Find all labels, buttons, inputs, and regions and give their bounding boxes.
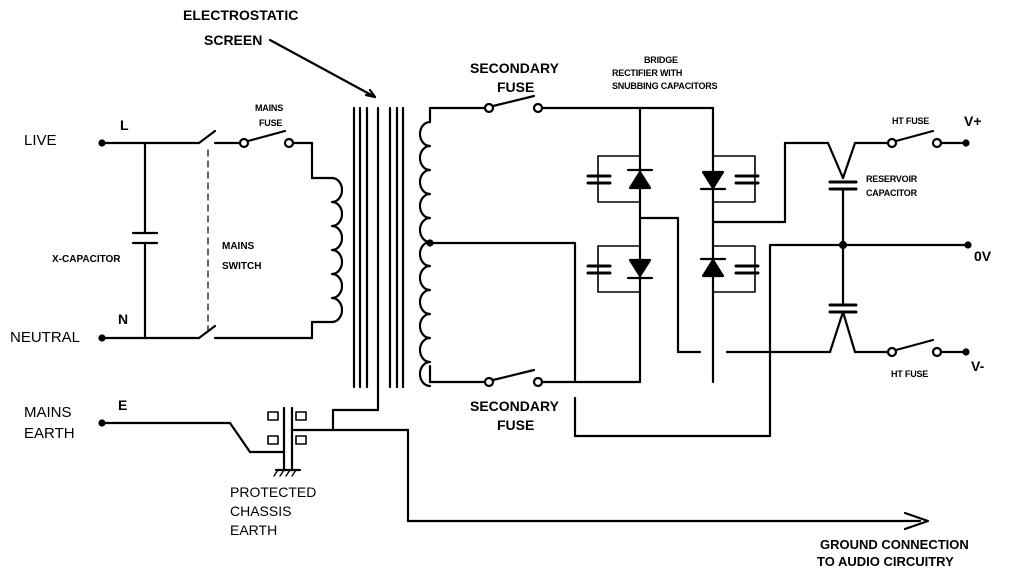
ht-fuse-bottom-label: HT FUSE — [891, 369, 929, 379]
v-minus-label: V- — [971, 358, 985, 374]
secondary-fuse-bottom-symbol — [483, 368, 642, 388]
zero-volt-label: 0V — [974, 248, 992, 264]
electrostatic-screen-label-line1: ELECTROSTATIC — [183, 7, 299, 23]
diode-top-right — [699, 155, 760, 203]
reservoir-capacitors — [826, 141, 858, 354]
l-terminal-label: L — [120, 117, 129, 133]
zero-volt-rail — [573, 241, 972, 438]
mains-earth-wire — [98, 419, 286, 454]
ground-connection-arrow — [406, 428, 930, 531]
bridge-rectifier-label-line2: RECTIFIER WITH — [612, 68, 683, 78]
n-terminal-label: N — [118, 311, 129, 327]
protected-chassis-earth-label-line3: EARTH — [230, 522, 278, 538]
e-terminal-label: E — [118, 397, 128, 413]
protected-chassis-earth-label-line2: CHASSIS — [230, 503, 292, 519]
secondary-fuse-bottom-label-line2: FUSE — [497, 417, 535, 433]
neutral-wire — [98, 334, 201, 342]
transformer-core — [352, 106, 405, 389]
live-label: LIVE — [24, 132, 57, 149]
secondary-fuse-top-symbol — [483, 94, 642, 114]
mains-fuse-label-line2: FUSE — [259, 118, 283, 128]
secondary-fuse-top-label-line2: FUSE — [497, 79, 535, 95]
transformer-secondary-winding — [418, 106, 577, 388]
ht-fuse-bottom-symbol — [853, 338, 970, 358]
mains-switch-label-line1: MAINS — [222, 241, 255, 252]
protected-chassis-earth-symbol — [267, 406, 410, 477]
reservoir-capacitor-label-line2: CAPACITOR — [866, 188, 917, 198]
electrostatic-screen — [331, 106, 380, 432]
electrostatic-screen-label-line2: SCREEN — [204, 32, 263, 48]
x-capacitor-label: X-CAPACITOR — [52, 254, 121, 265]
reservoir-capacitor-label-line1: RESERVOIR — [866, 174, 918, 184]
ht-fuse-top-label: HT FUSE — [892, 116, 930, 126]
live-wire — [98, 139, 201, 147]
bridge-rectifier-label-line3: SNUBBING CAPACITORS — [612, 81, 718, 91]
mains-earth-label-line1: MAINS — [24, 404, 72, 421]
mains-fuse-label-line1: MAINS — [255, 103, 283, 113]
x-capacitor-symbol — [131, 141, 159, 340]
ground-connection-label-line1: GROUND CONNECTION — [820, 537, 969, 552]
protected-chassis-earth-label-line1: PROTECTED — [230, 484, 317, 500]
diode-top-left — [586, 155, 654, 203]
mains-switch-symbol — [197, 129, 314, 340]
diode-bottom-left — [586, 245, 654, 293]
diode-bottom-right — [699, 245, 760, 293]
ht-fuse-top-symbol — [853, 129, 970, 149]
mains-earth-label-line2: EARTH — [24, 425, 75, 442]
ground-connection-label-line2: TO AUDIO CIRCUITRY — [817, 554, 954, 569]
secondary-fuse-bottom-label-line1: SECONDARY — [470, 398, 559, 414]
mains-fuse-symbol — [213, 129, 314, 149]
electrostatic-screen-arrow — [268, 38, 377, 99]
v-plus-label: V+ — [964, 113, 982, 129]
transformer-primary-winding — [310, 141, 344, 340]
bridge-rectifier — [638, 106, 832, 384]
neutral-label: NEUTRAL — [10, 329, 81, 346]
secondary-fuse-top-label-line1: SECONDARY — [470, 60, 559, 76]
bridge-rectifier-label-line1: BRIDGE — [644, 55, 678, 65]
mains-switch-label-line2: SWITCH — [222, 261, 262, 272]
